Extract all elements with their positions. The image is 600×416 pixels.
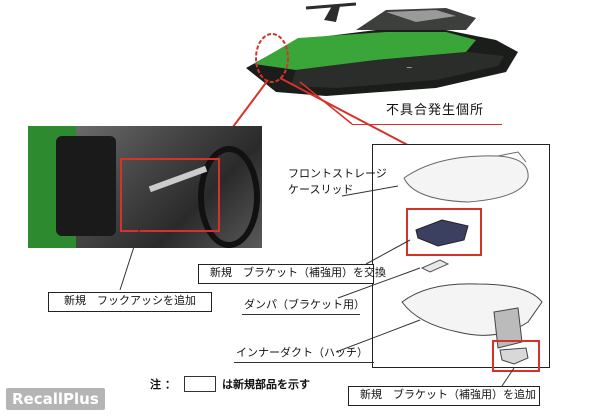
legend-note-label: 注 ： [150, 378, 176, 391]
hook-assy-label: 新規 フックアッシを追加 [64, 294, 196, 307]
bracket-add-highlight [492, 340, 540, 372]
hook-assy-highlight [120, 158, 220, 232]
hook-assy-box [48, 292, 212, 312]
defect-location-underline [352, 124, 502, 125]
bracket-add-box [348, 386, 540, 406]
hook-assy-photo [28, 126, 262, 248]
inner-duct-underline [234, 362, 374, 363]
damper-drawing [420, 259, 450, 273]
bracket-add-label: 新規 ブラケット（補強用）を追加 [360, 388, 536, 401]
damper-underline [242, 314, 360, 315]
legend-note-text: は新規部品を示す [222, 378, 310, 391]
bracket-replace-highlight [406, 208, 482, 256]
recallplus-watermark: RecallPlus [6, 388, 105, 410]
front-storage-lid-drawing [403, 151, 529, 203]
bracket-replace-box [198, 264, 374, 284]
legend-swatch [184, 376, 216, 392]
damper-label: ダンパ（ブラケット用） [244, 298, 365, 311]
bracket-add-drawing [499, 347, 529, 365]
inner-duct-label: インナーダクト（ハッチ） [236, 346, 368, 359]
inner-duct-drawing [401, 283, 543, 349]
defect-location-label: 不具合発生個所 [386, 103, 485, 118]
front-storage-lid-label: フロントストレージ ケースリッド [288, 167, 387, 196]
bracket-replace-label: 新規 ブラケット（補強用）を交換 [210, 266, 386, 279]
bracket-replace-drawing [415, 219, 469, 247]
watercraft-illustration: ~ [246, 2, 518, 96]
svg-text:~: ~ [406, 63, 413, 72]
